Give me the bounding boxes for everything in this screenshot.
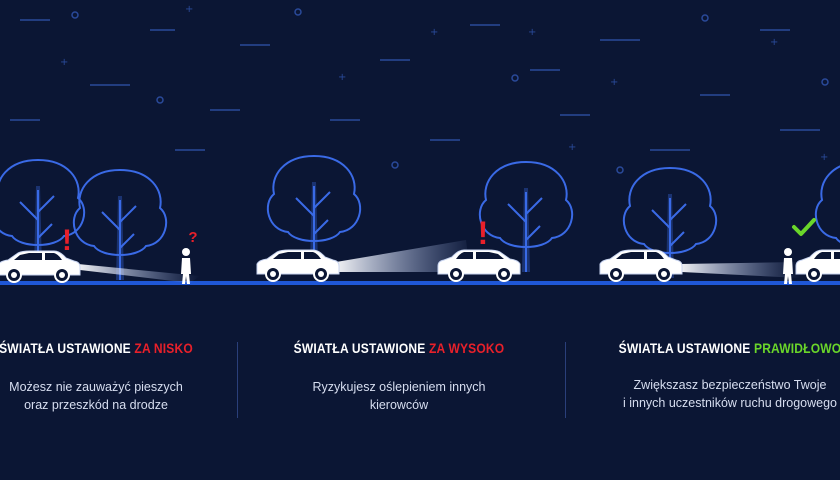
panel-title: ŚWIATŁA USTAWIONE PRAWIDŁOWO <box>610 340 840 356</box>
pedestrian-icon <box>783 248 793 284</box>
svg-text:+: + <box>770 37 778 48</box>
svg-text:+: + <box>528 27 536 38</box>
svg-text:+: + <box>338 72 346 83</box>
headlight-beam <box>336 240 470 272</box>
tree-icon <box>266 155 362 267</box>
panel-description-line: Możesz nie zauważyć pieszych <box>9 380 183 394</box>
svg-text:+: + <box>430 27 438 38</box>
headlight-beam <box>680 262 800 278</box>
panel-title-prefix: ŚWIATŁA USTAWIONE <box>0 340 131 356</box>
panel-title-prefix: ŚWIATŁA USTAWIONE <box>618 340 751 356</box>
car-icon <box>795 249 840 282</box>
panel-title-prefix: ŚWIATŁA USTAWIONE <box>293 340 426 356</box>
sky-decoration <box>10 8 829 174</box>
info-panel-correct: ŚWIATŁA USTAWIONE PRAWIDŁOWO Zwiększasz … <box>590 340 840 412</box>
panel-divider <box>237 342 238 418</box>
exclamation-icon: ! <box>478 215 489 251</box>
question-icon: ? <box>188 229 197 246</box>
panel-title-highlight: PRAWIDŁOWO <box>753 340 840 356</box>
headlight-beam <box>78 264 200 283</box>
panel-title: ŚWIATŁA USTAWIONE ZA NISKO <box>0 340 216 356</box>
tree-icon <box>72 169 168 281</box>
panel-description: Możesz nie zauważyć pieszych oraz przesz… <box>0 378 236 414</box>
exclamation-icon: ! <box>62 224 72 257</box>
panel-title: ŚWIATŁA USTAWIONE ZA WYSOKO <box>279 340 520 356</box>
panel-title-highlight: ZA WYSOKO <box>428 340 505 356</box>
svg-text:+: + <box>568 142 576 153</box>
info-panel-too-low: ŚWIATŁA USTAWIONE ZA NISKO Możesz nie za… <box>0 340 236 414</box>
svg-text:+: + <box>610 77 618 88</box>
panel-description-line: i innych uczestników ruchu drogowego <box>622 396 837 410</box>
panel-description-line: kierowców <box>369 398 429 412</box>
panel-description: Ryzykujesz oślepieniem innych kierowców <box>259 378 539 414</box>
panel-description-line: Ryzykujesz oślepieniem innych <box>312 380 486 394</box>
panel-description-line: Zwiększasz bezpieczeństwo Twoje <box>633 378 827 392</box>
svg-text:+: + <box>60 57 68 68</box>
info-panel-too-high: ŚWIATŁA USTAWIONE ZA WYSOKO Ryzykujesz o… <box>259 340 539 414</box>
panel-description-line: oraz przeszkód na drodze <box>24 398 168 412</box>
night-road-scene: + + + + + + + + + ! ? ! <box>0 4 840 285</box>
svg-text:+: + <box>820 152 828 163</box>
road <box>0 281 840 285</box>
svg-text:+: + <box>185 4 193 15</box>
car-icon <box>256 249 340 282</box>
panel-divider <box>565 342 566 418</box>
check-icon <box>792 218 816 236</box>
panel-description: Zwiększasz bezpieczeństwo Twoje i innych… <box>590 376 840 412</box>
panel-title-highlight: ZA NISKO <box>134 340 193 356</box>
